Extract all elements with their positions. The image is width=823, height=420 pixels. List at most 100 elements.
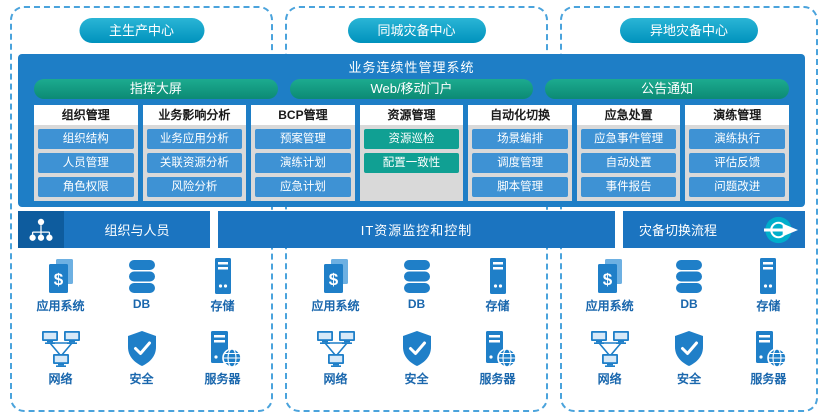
network-icon	[590, 329, 630, 369]
it-monitoring-bar: IT资源监控和控制	[218, 211, 615, 248]
module-title: 业务影响分析	[142, 105, 247, 125]
module-title: 演练管理	[685, 105, 790, 125]
zone-title-badge: 主生产中心	[78, 18, 205, 43]
infra-security: 安全	[649, 329, 728, 387]
infrastructure-grid: 应用系统 DB 存储 网络 安全 服务器	[570, 256, 808, 387]
module-bcp-management: BCP管理 预案管理 演练计划 应急计划	[251, 105, 355, 201]
module-item: 场景编排	[472, 129, 568, 149]
module-item: 脚本管理	[472, 177, 568, 197]
server-icon	[748, 329, 788, 369]
zone-title-badge: 异地灾备中心	[619, 18, 759, 43]
module-title: 应急处置	[576, 105, 681, 125]
infra-label: 应用系统	[311, 299, 360, 313]
infra-app-system: 应用系统	[570, 256, 649, 314]
infra-storage: 存储	[457, 256, 538, 314]
infra-db: DB	[376, 256, 457, 314]
module-body: 应急事件管理 自动处置 事件报告	[577, 125, 681, 201]
infra-label: DB	[407, 297, 426, 311]
module-item: 关联资源分析	[146, 153, 243, 173]
module-item: 演练执行	[689, 129, 786, 149]
security-icon	[397, 329, 437, 369]
app-system-icon	[41, 256, 81, 296]
infra-label: 服务器	[479, 372, 516, 386]
module-item: 调度管理	[472, 153, 568, 173]
org-chart-icon	[18, 211, 64, 248]
infra-label: 网络	[323, 372, 348, 386]
module-body: 预案管理 演练计划 应急计划	[251, 125, 355, 201]
infra-label: DB	[132, 297, 151, 311]
module-body: 演练执行 评估反馈 问题改进	[685, 125, 789, 201]
database-icon	[122, 256, 162, 296]
infra-label: 应用系统	[36, 299, 85, 313]
module-title: BCP管理	[251, 105, 355, 125]
infra-security: 安全	[101, 329, 182, 387]
modules-row: 组织管理 组织结构 人员管理 角色权限 业务影响分析 业务应用分析 关联资源分析…	[34, 105, 790, 201]
infra-label: 存储	[756, 299, 781, 313]
module-resource-management: 资源管理 资源巡检 配置一致性	[359, 105, 464, 201]
database-icon	[397, 256, 437, 296]
infra-label: 网络	[597, 372, 622, 386]
infra-label: 安全	[676, 372, 701, 386]
infra-network: 网络	[570, 329, 649, 387]
it-monitoring-label: IT资源监控和控制	[360, 223, 473, 238]
module-business-impact-analysis: 业务影响分析 业务应用分析 关联资源分析 风险分析	[142, 105, 247, 201]
infra-storage: 存储	[729, 256, 808, 314]
module-item: 风险分析	[146, 177, 243, 197]
portal-web-mobile: Web/移动门户	[289, 79, 534, 99]
infrastructure-grid: 应用系统 DB 存储 网络 安全 服务器	[295, 256, 538, 387]
module-item: 问题改进	[689, 177, 786, 197]
module-title: 组织管理	[34, 105, 138, 125]
infra-server: 服务器	[729, 329, 808, 387]
module-item: 业务应用分析	[146, 129, 243, 149]
infra-db: DB	[649, 256, 728, 314]
module-title: 资源管理	[359, 105, 464, 125]
module-item: 应急事件管理	[580, 129, 677, 149]
module-body: 场景编排 调度管理 脚本管理	[468, 125, 572, 201]
portal-announcements: 公告通知	[545, 79, 790, 99]
org-personnel-label: 组织与人员	[104, 223, 170, 238]
bcm-system-panel: 业务连续性管理系统 指挥大屏 Web/移动门户 公告通知 组织管理 组织结构 人…	[18, 54, 805, 207]
infra-security: 安全	[376, 329, 457, 387]
infra-label: 应用系统	[585, 299, 634, 313]
control-row: 组织与人员 IT资源监控和控制 灾备切换流程	[18, 211, 805, 248]
security-icon	[669, 329, 709, 369]
module-drill-management: 演练管理 演练执行 评估反馈 问题改进	[685, 105, 790, 201]
server-icon	[203, 329, 243, 369]
module-item: 评估反馈	[689, 153, 786, 173]
infra-db: DB	[101, 256, 182, 314]
module-emergency-response: 应急处置 应急事件管理 自动处置 事件报告	[576, 105, 681, 201]
module-item: 自动处置	[580, 153, 677, 173]
module-organization-management: 组织管理 组织结构 人员管理 角色权限	[34, 105, 138, 201]
infra-network: 网络	[295, 329, 376, 387]
network-icon	[316, 329, 356, 369]
module-item: 组织结构	[38, 129, 134, 149]
zone-title-badge: 同城灾备中心	[347, 18, 486, 43]
org-personnel-box: 组织与人员	[18, 211, 210, 248]
module-automated-switchover: 自动化切换 场景编排 调度管理 脚本管理	[468, 105, 572, 201]
switch-arrow-icon	[760, 213, 802, 247]
module-item: 资源巡检	[363, 129, 460, 149]
infra-label: 安全	[129, 372, 154, 386]
module-body: 资源巡检 配置一致性	[360, 125, 464, 177]
module-item: 配置一致性	[363, 153, 460, 173]
infra-label: 网络	[48, 372, 73, 386]
dr-switch-box: 灾备切换流程	[623, 211, 805, 248]
module-item: 预案管理	[255, 129, 351, 149]
storage-icon	[203, 256, 243, 296]
security-icon	[122, 329, 162, 369]
portal-row: 指挥大屏 Web/移动门户 公告通知	[34, 79, 790, 99]
module-item: 事件报告	[580, 177, 677, 197]
server-icon	[478, 329, 518, 369]
module-item: 应急计划	[255, 177, 351, 197]
database-icon	[669, 256, 709, 296]
app-system-icon	[590, 256, 630, 296]
infra-server: 服务器	[182, 329, 263, 387]
module-item: 演练计划	[255, 153, 351, 173]
portal-command-screen: 指挥大屏	[34, 79, 278, 99]
infra-label: 安全	[404, 372, 429, 386]
system-title: 业务连续性管理系统	[348, 60, 475, 75]
dr-switch-label: 灾备切换流程	[639, 223, 718, 238]
infra-app-system: 应用系统	[20, 256, 101, 314]
module-body: 业务应用分析 关联资源分析 风险分析	[143, 125, 247, 201]
